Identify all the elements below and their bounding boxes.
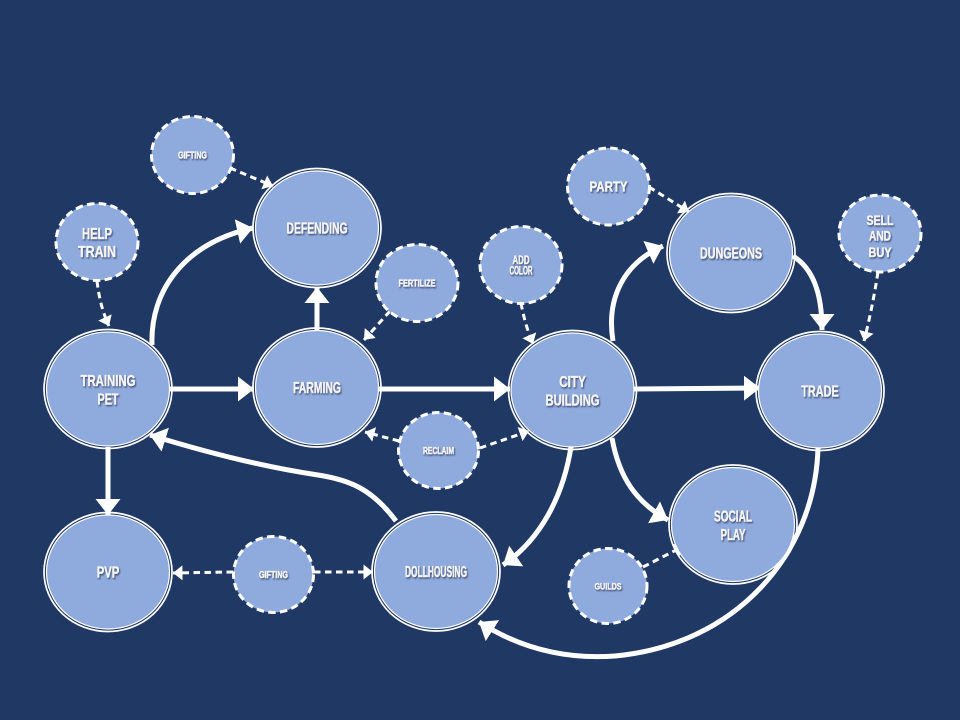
svg-text:BUILDING: BUILDING bbox=[546, 393, 600, 410]
svg-text:SELL: SELL bbox=[867, 212, 894, 228]
svg-text:AND: AND bbox=[869, 228, 891, 244]
svg-text:PLAY: PLAY bbox=[721, 527, 746, 544]
svg-text:BUY: BUY bbox=[869, 244, 893, 260]
svg-text:ADD: ADD bbox=[513, 255, 530, 267]
svg-text:TRAINING: TRAINING bbox=[81, 373, 136, 390]
svg-text:RECLAIM: RECLAIM bbox=[423, 446, 454, 457]
svg-text:FERTILIZE: FERTILIZE bbox=[399, 279, 436, 290]
svg-text:PARTY: PARTY bbox=[590, 180, 628, 196]
svg-text:SOCIAL: SOCIAL bbox=[714, 509, 752, 526]
svg-text:COLOR: COLOR bbox=[510, 266, 533, 278]
svg-text:HELP: HELP bbox=[82, 226, 112, 243]
svg-text:PET: PET bbox=[98, 392, 119, 409]
svg-text:GUILDS: GUILDS bbox=[595, 582, 622, 593]
svg-text:GIFTING: GIFTING bbox=[259, 570, 288, 581]
svg-text:TRAIN: TRAIN bbox=[78, 244, 116, 261]
svg-text:FARMING: FARMING bbox=[293, 380, 341, 397]
svg-text:GIFTING: GIFTING bbox=[178, 151, 207, 162]
svg-text:CITY: CITY bbox=[559, 374, 586, 391]
svg-text:PVP: PVP bbox=[97, 565, 120, 582]
svg-text:DUNGEONS: DUNGEONS bbox=[700, 246, 762, 263]
svg-text:TRADE: TRADE bbox=[801, 384, 839, 401]
svg-text:DOLLHOUSING: DOLLHOUSING bbox=[405, 564, 467, 581]
svg-text:DEFENDING: DEFENDING bbox=[287, 221, 348, 238]
